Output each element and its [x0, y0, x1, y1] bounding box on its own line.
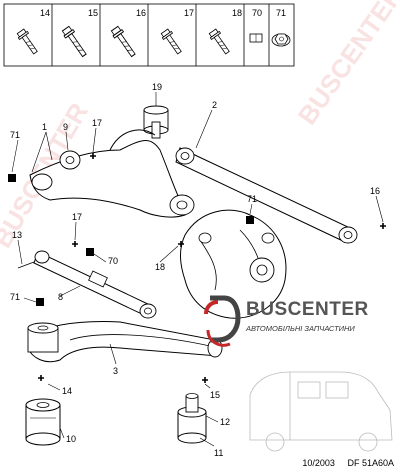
marker-70 [86, 248, 94, 256]
header-ref-70: 70 [252, 8, 262, 18]
callout-17-lower: 17 [72, 212, 82, 222]
callout-15: 15 [210, 390, 220, 400]
callout-13: 13 [12, 230, 22, 240]
bolt-markers [38, 153, 386, 383]
callout-19: 19 [152, 82, 162, 92]
callout-2: 2 [212, 100, 217, 110]
callout-10: 10 [66, 434, 76, 444]
toe-link-8 [17, 250, 157, 319]
leader-lines [11, 92, 384, 447]
buscenter-logo-icon [204, 295, 241, 347]
callout-16: 16 [370, 186, 380, 196]
bushing-11 [177, 393, 207, 444]
brand-name: BUSCENTER [246, 299, 369, 320]
header-ref-71: 71 [276, 8, 286, 18]
callout-1: 1 [42, 122, 47, 132]
brand-block: BUSCENTER АВТОМОБІЛЬНІ ЗАПЧАСТИНИ [228, 295, 398, 355]
callout-8: 8 [58, 292, 63, 302]
header-ref-16: 16 [136, 8, 146, 18]
parts-header: 14 15 16 17 18 70 71 [3, 3, 295, 67]
lower-arm-bushing [27, 322, 59, 353]
header-ref-15: 15 [88, 8, 98, 18]
bushing-19 [143, 100, 169, 139]
marker-71-lower [36, 298, 44, 306]
brand-tagline: АВТОМОБІЛЬНІ ЗАПЧАСТИНИ [246, 324, 355, 333]
callout-12: 12 [220, 417, 230, 427]
flange-nut-icon [271, 33, 291, 47]
callout-71-knuckle: 71 [247, 194, 257, 204]
callout-14: 14 [62, 386, 72, 396]
diagram-footer: 10/2003 DF 51A60A [302, 458, 394, 468]
callout-17-upper: 17 [92, 118, 102, 128]
nut-icon [249, 33, 263, 43]
callout-70: 70 [108, 256, 118, 266]
callout-18: 18 [155, 262, 165, 272]
footer-code: DF 51A60A [347, 458, 394, 468]
wheel-knuckle [180, 209, 287, 319]
trailing-link-2 [175, 147, 358, 244]
callout-3: 3 [113, 366, 118, 376]
footer-date: 10/2003 [302, 458, 335, 468]
header-ref-17: 17 [184, 8, 194, 18]
callout-71-upper: 71 [10, 130, 20, 140]
marker-71-upper [8, 174, 16, 182]
callout-11: 11 [214, 448, 223, 458]
callout-71-lower: 71 [10, 292, 20, 302]
callout-9: 9 [63, 122, 68, 132]
upper-control-arm-1 [29, 129, 195, 218]
marker-71-knuckle [246, 216, 254, 224]
rubber-mount-10 [25, 398, 61, 446]
header-ref-18: 18 [232, 8, 242, 18]
header-ref-14: 14 [40, 8, 50, 18]
van-silhouette [249, 371, 393, 452]
